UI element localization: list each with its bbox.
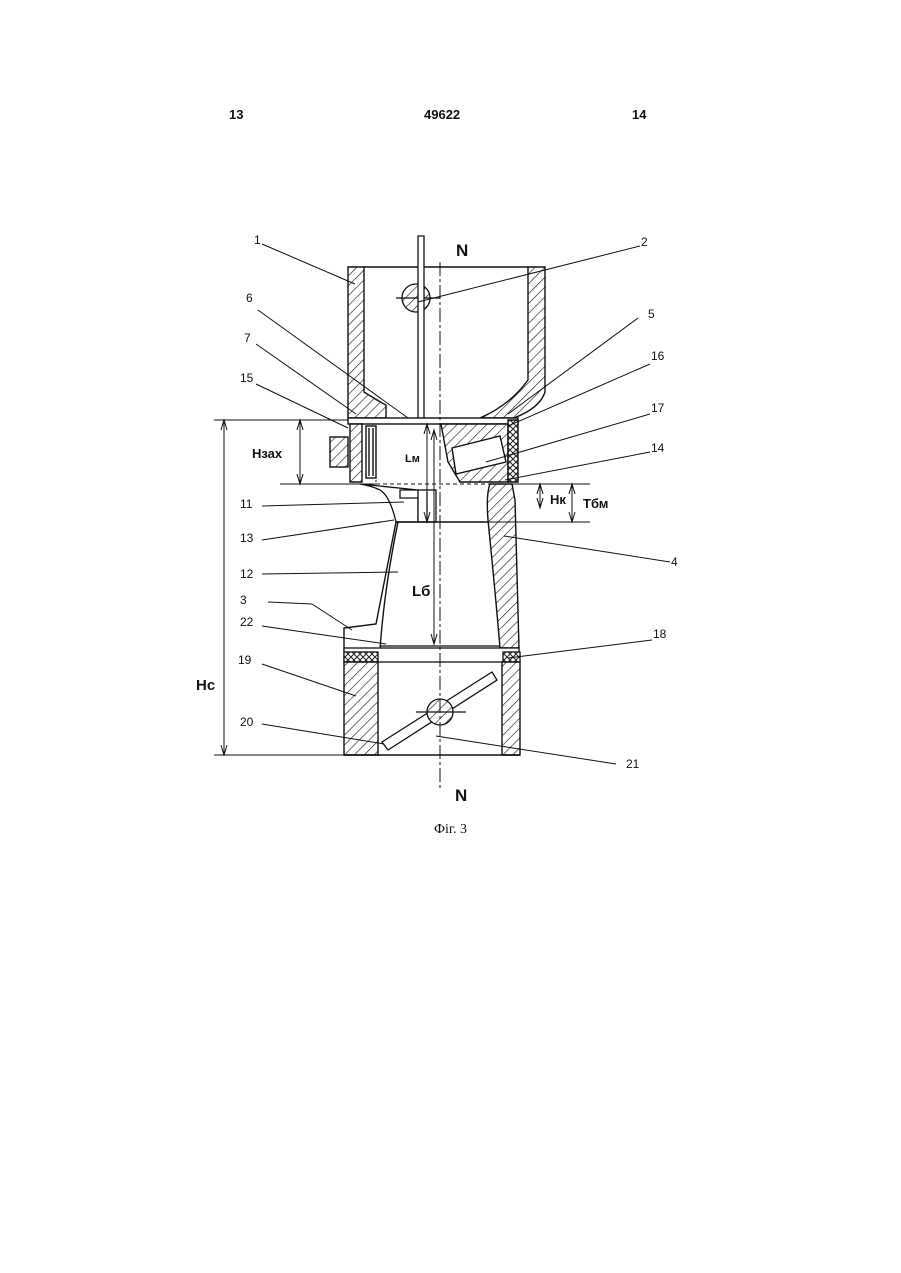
callout-12: 12 [240,567,254,581]
callout-15: 15 [240,371,254,385]
callout-5: 5 [648,307,655,321]
callout-21: 21 [626,757,640,771]
callout-14: 14 [651,441,665,455]
callout-2: 2 [641,235,648,249]
callout-18: 18 [653,627,667,641]
axis-label-bottom: N [455,786,467,805]
callout-11: 11 [240,497,253,511]
axis-label-top: N [456,241,468,260]
upper-damper [396,236,440,420]
dim-label-l-m: Lм [405,453,420,465]
callout-13: 13 [240,531,254,545]
dimension-lines [214,420,590,755]
callout-4: 4 [671,555,678,569]
callout-3: 3 [240,593,247,607]
dim-label-l-b: Lб [412,583,430,600]
dim-label-h-zah: Нзах [252,446,283,461]
callout-19: 19 [238,653,252,667]
dim-label-h-k: Нк [550,492,566,507]
callout-6: 6 [246,291,253,305]
callout-22: 22 [240,615,254,629]
dim-label-t-bm: Тбм [583,496,608,511]
figure-caption: Фіг. 3 [0,822,901,838]
swirler-block [330,418,518,482]
upper-cylinder [348,267,545,418]
callout-1: 1 [254,233,261,247]
callout-17: 17 [651,401,665,415]
gasket [344,646,520,662]
callout-numbers: 1 2 3 4 5 6 7 11 12 13 14 15 16 17 18 19… [238,233,678,771]
callout-7: 7 [244,331,251,345]
dim-label-h-c: Нс [196,677,215,694]
callout-16: 16 [651,349,665,363]
callout-20: 20 [240,715,254,729]
